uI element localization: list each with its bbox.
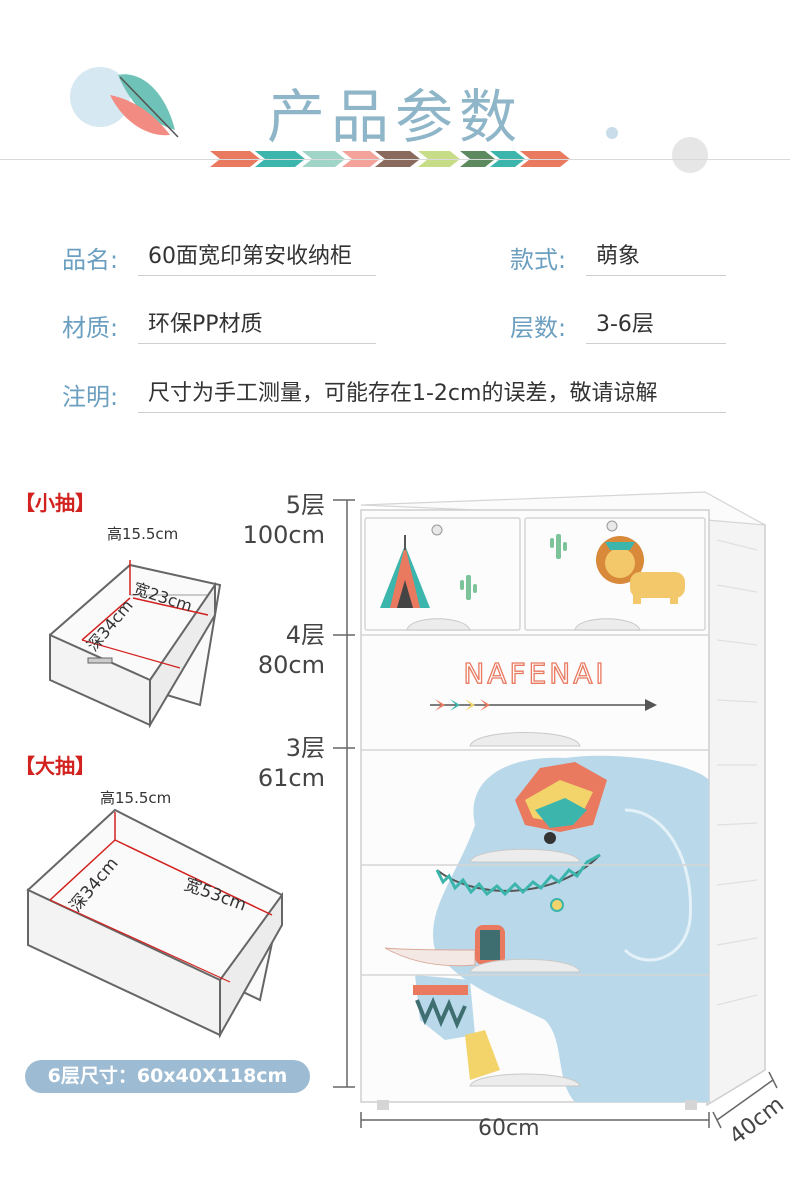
layer-3-height: 61cm (257, 764, 325, 792)
small-drawer-height: 高15.5cm (107, 525, 179, 543)
size-badge: 6层尺寸：60x40X118cm (25, 1060, 310, 1093)
layer-3-label: 3层 61cm (230, 733, 325, 793)
layers-label: 层数: (510, 314, 567, 342)
teepee-icon (380, 535, 430, 608)
cabinet-width-label: 60cm (478, 1116, 540, 1141)
layer-4-name: 4层 (285, 621, 325, 649)
layer-5-height: 100cm (242, 521, 325, 549)
layers-value: 3-6层 (586, 308, 726, 344)
style-label: 款式: (510, 246, 567, 274)
cactus-icon (460, 575, 477, 600)
grey-circle-decoration (672, 137, 708, 173)
header-decoration (70, 67, 708, 173)
feather-icon (110, 74, 179, 138)
name-label: 品名: (62, 246, 119, 274)
layer-5-label: 5层 100cm (230, 490, 325, 550)
arrow-decoration (430, 699, 657, 711)
brand-text: NAFENAI (463, 657, 606, 690)
header-divider (0, 159, 790, 160)
layer-3-name: 3层 (285, 734, 325, 762)
large-drawer-title: 【大抽】 (15, 754, 95, 778)
material-value: 环保PP材质 (138, 308, 376, 344)
cabinet-illustration: NAFENAI (333, 491, 778, 1129)
cactus-icon (550, 534, 567, 559)
blue-circle-decoration (70, 67, 130, 127)
layer-5-name: 5层 (285, 491, 325, 519)
lock-icon (431, 524, 443, 536)
lock-icon (606, 520, 618, 532)
style-value: 萌象 (586, 240, 726, 276)
large-drawer-height: 高15.5cm (100, 789, 172, 807)
page-title: 产品参数 (266, 83, 523, 151)
material-label: 材质: (62, 314, 119, 342)
depth-dimension-line (716, 1079, 774, 1121)
small-drawer-illustration (49, 560, 222, 729)
large-drawer-illustration (26, 808, 284, 1039)
chevron-arrow-strip (210, 151, 570, 167)
dot-decoration (606, 127, 618, 139)
name-value: 60面宽印第安收纳柜 (138, 240, 376, 276)
lion-icon (596, 536, 685, 604)
layer-4-height: 80cm (257, 651, 325, 679)
cabinet-side (706, 493, 766, 1107)
small-drawer-title: 【小抽】 (15, 491, 95, 515)
note-value: 尺寸为手工测量，可能存在1-2cm的误差，敬请谅解 (138, 377, 726, 413)
drawer-handles (406, 618, 641, 1087)
note-label: 注明: (62, 383, 119, 411)
layer-4-label: 4层 80cm (230, 620, 325, 680)
elephant-illustration (384, 755, 709, 1102)
